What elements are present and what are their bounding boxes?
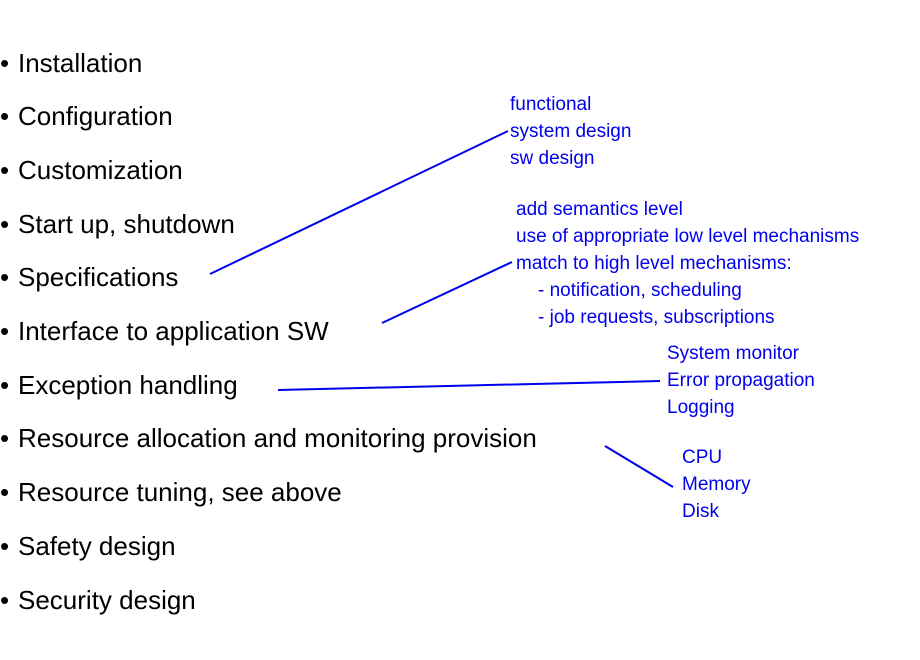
bullet-text: Specifications xyxy=(18,262,179,292)
bullet-dot: • xyxy=(0,423,10,453)
bullet-dot: • xyxy=(0,101,10,131)
bullet-dot: • xyxy=(0,585,10,615)
connector-exception xyxy=(277,380,661,391)
annotation-line: Error propagation xyxy=(667,370,815,391)
bullet-resource-allocation: • Resource allocation and monitoring prov… xyxy=(0,421,537,455)
connector-interface xyxy=(381,261,513,324)
bullet-safety-design: • Safety design xyxy=(0,529,176,563)
connector-resource xyxy=(604,445,674,488)
connector-specifications xyxy=(209,130,509,275)
bullet-text: Exception handling xyxy=(18,370,238,400)
annotation-interface: add semantics level use of appropriate l… xyxy=(516,196,859,331)
annotation-resource: CPU Memory Disk xyxy=(682,444,751,525)
annotation-line: Memory xyxy=(682,474,751,495)
annotation-line: - job requests, subscriptions xyxy=(538,307,775,328)
annotation-line: use of appropriate low level mechanisms xyxy=(516,226,860,247)
bullet-exception-handling: • Exception handling xyxy=(0,368,238,402)
annotation-line: add semantics level xyxy=(516,199,683,220)
bullet-dot: • xyxy=(0,370,10,400)
annotation-line: functional xyxy=(510,94,592,115)
annotation-line: Logging xyxy=(667,397,735,418)
bullet-text: Security design xyxy=(18,585,196,615)
annotation-line: system design xyxy=(510,121,632,142)
annotation-line: Disk xyxy=(682,501,719,522)
bullet-dot: • xyxy=(0,316,10,346)
bullet-text: Customization xyxy=(18,155,183,185)
bullet-configuration: • Configuration xyxy=(0,99,173,133)
bullet-startup-shutdown: • Start up, shutdown xyxy=(0,207,235,241)
bullet-text: Resource allocation and monitoring provi… xyxy=(18,423,537,453)
annotation-line: match to high level mechanisms: xyxy=(516,253,792,274)
bullet-text: Start up, shutdown xyxy=(18,209,235,239)
bullet-specifications: • Specifications xyxy=(0,260,178,294)
annotation-specifications: functional system design sw design xyxy=(510,91,631,172)
bullet-dot: • xyxy=(0,48,10,78)
bullet-text: Installation xyxy=(18,48,143,78)
bullet-text: Interface to application SW xyxy=(18,316,329,346)
bullet-text: Configuration xyxy=(18,101,173,131)
bullet-text: Safety design xyxy=(18,531,176,561)
bullet-text: Resource tuning, see above xyxy=(18,477,342,507)
annotation-line: System monitor xyxy=(667,343,799,364)
bullet-dot: • xyxy=(0,155,10,185)
annotation-exception: System monitor Error propagation Logging xyxy=(667,340,815,421)
bullet-security-design: • Security design xyxy=(0,583,196,617)
bullet-dot: • xyxy=(0,209,10,239)
annotation-line: - notification, scheduling xyxy=(538,280,742,301)
bullet-dot: • xyxy=(0,262,10,292)
bullet-interface: • Interface to application SW xyxy=(0,314,329,348)
bullet-dot: • xyxy=(0,477,10,507)
annotation-line: sw design xyxy=(510,148,595,169)
bullet-customization: • Customization xyxy=(0,153,183,187)
bullet-dot: • xyxy=(0,531,10,561)
bullet-resource-tuning: • Resource tuning, see above xyxy=(0,475,342,509)
annotation-line: CPU xyxy=(682,447,723,468)
bullet-installation: • Installation xyxy=(0,46,142,80)
